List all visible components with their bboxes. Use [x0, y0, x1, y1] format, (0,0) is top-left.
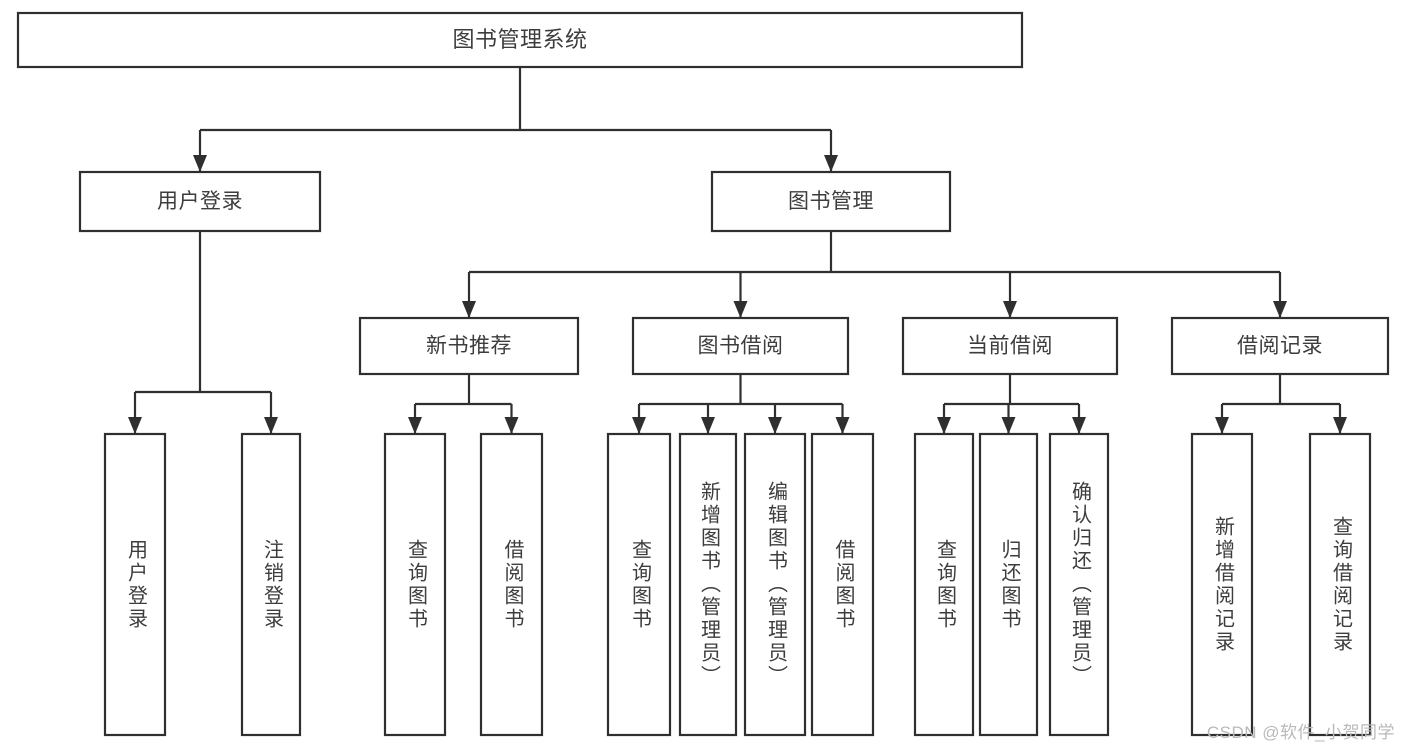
connector-group-n-login — [128, 231, 278, 434]
node-box-l-04[interactable] — [479, 432, 544, 737]
connector-group-n-cur — [937, 374, 1086, 434]
node-box-l-10[interactable] — [978, 432, 1039, 737]
node-box-root[interactable] — [16, 11, 1024, 69]
arrow-head — [701, 417, 715, 434]
arrow-head — [462, 301, 476, 318]
node-label-n-cur: 当前借阅 — [967, 335, 1053, 358]
node-box-n-hist[interactable] — [1170, 316, 1390, 376]
arrow-head — [193, 155, 207, 172]
arrow-head — [264, 417, 278, 434]
arrow-head — [835, 417, 850, 434]
arrow-head — [128, 417, 142, 434]
arrow-head — [1072, 417, 1086, 434]
node-box-l-13[interactable] — [1308, 432, 1372, 737]
node-box-l-06[interactable] — [678, 432, 738, 737]
arrow-head — [768, 417, 782, 434]
csdn-watermark: CSDN @软件_小贺同学 — [1206, 723, 1395, 742]
node-label-n-login: 用户登录 — [157, 190, 243, 213]
arrow-head — [632, 417, 646, 434]
arrow-head — [1215, 417, 1229, 434]
arrow-head — [1273, 301, 1287, 318]
connector-group-n-hist — [1215, 374, 1347, 434]
node-box-l-07[interactable] — [743, 432, 807, 737]
node-box-l-02[interactable] — [240, 432, 302, 737]
node-box-l-11[interactable] — [1048, 432, 1110, 737]
connectors-layer — [128, 67, 1347, 434]
node-box-n-book[interactable] — [710, 170, 952, 233]
arrow-head — [1003, 301, 1017, 318]
arrow-head — [1001, 417, 1016, 434]
node-box-n-newrec[interactable] — [358, 316, 580, 376]
node-label-root: 图书管理系统 — [452, 27, 587, 52]
arrow-head — [937, 417, 951, 434]
node-label-n-borrow: 图书借阅 — [698, 335, 784, 358]
arrow-head — [824, 155, 838, 172]
connector-group-n-newrec — [408, 374, 519, 434]
node-boxes-layer — [16, 11, 1390, 737]
node-box-l-05[interactable] — [606, 432, 672, 737]
node-box-n-cur[interactable] — [901, 316, 1119, 376]
node-box-l-09[interactable] — [913, 432, 975, 737]
node-box-l-12[interactable] — [1190, 432, 1254, 737]
node-box-l-01[interactable] — [103, 432, 167, 737]
connector-group-n-book — [462, 231, 1287, 318]
connector-group-root — [193, 67, 838, 172]
arrow-head — [504, 417, 519, 434]
node-box-l-08[interactable] — [810, 432, 875, 737]
node-label-n-newrec: 新书推荐 — [426, 335, 512, 358]
node-box-l-03[interactable] — [383, 432, 447, 737]
connector-group-n-borrow — [632, 374, 850, 434]
node-label-n-book: 图书管理 — [788, 190, 874, 213]
arrow-head — [408, 417, 422, 434]
node-label-n-hist: 借阅记录 — [1237, 335, 1323, 358]
node-box-n-login[interactable] — [78, 170, 322, 233]
arrow-head — [733, 301, 748, 318]
node-box-n-borrow[interactable] — [631, 316, 850, 376]
arrow-head — [1333, 417, 1347, 434]
